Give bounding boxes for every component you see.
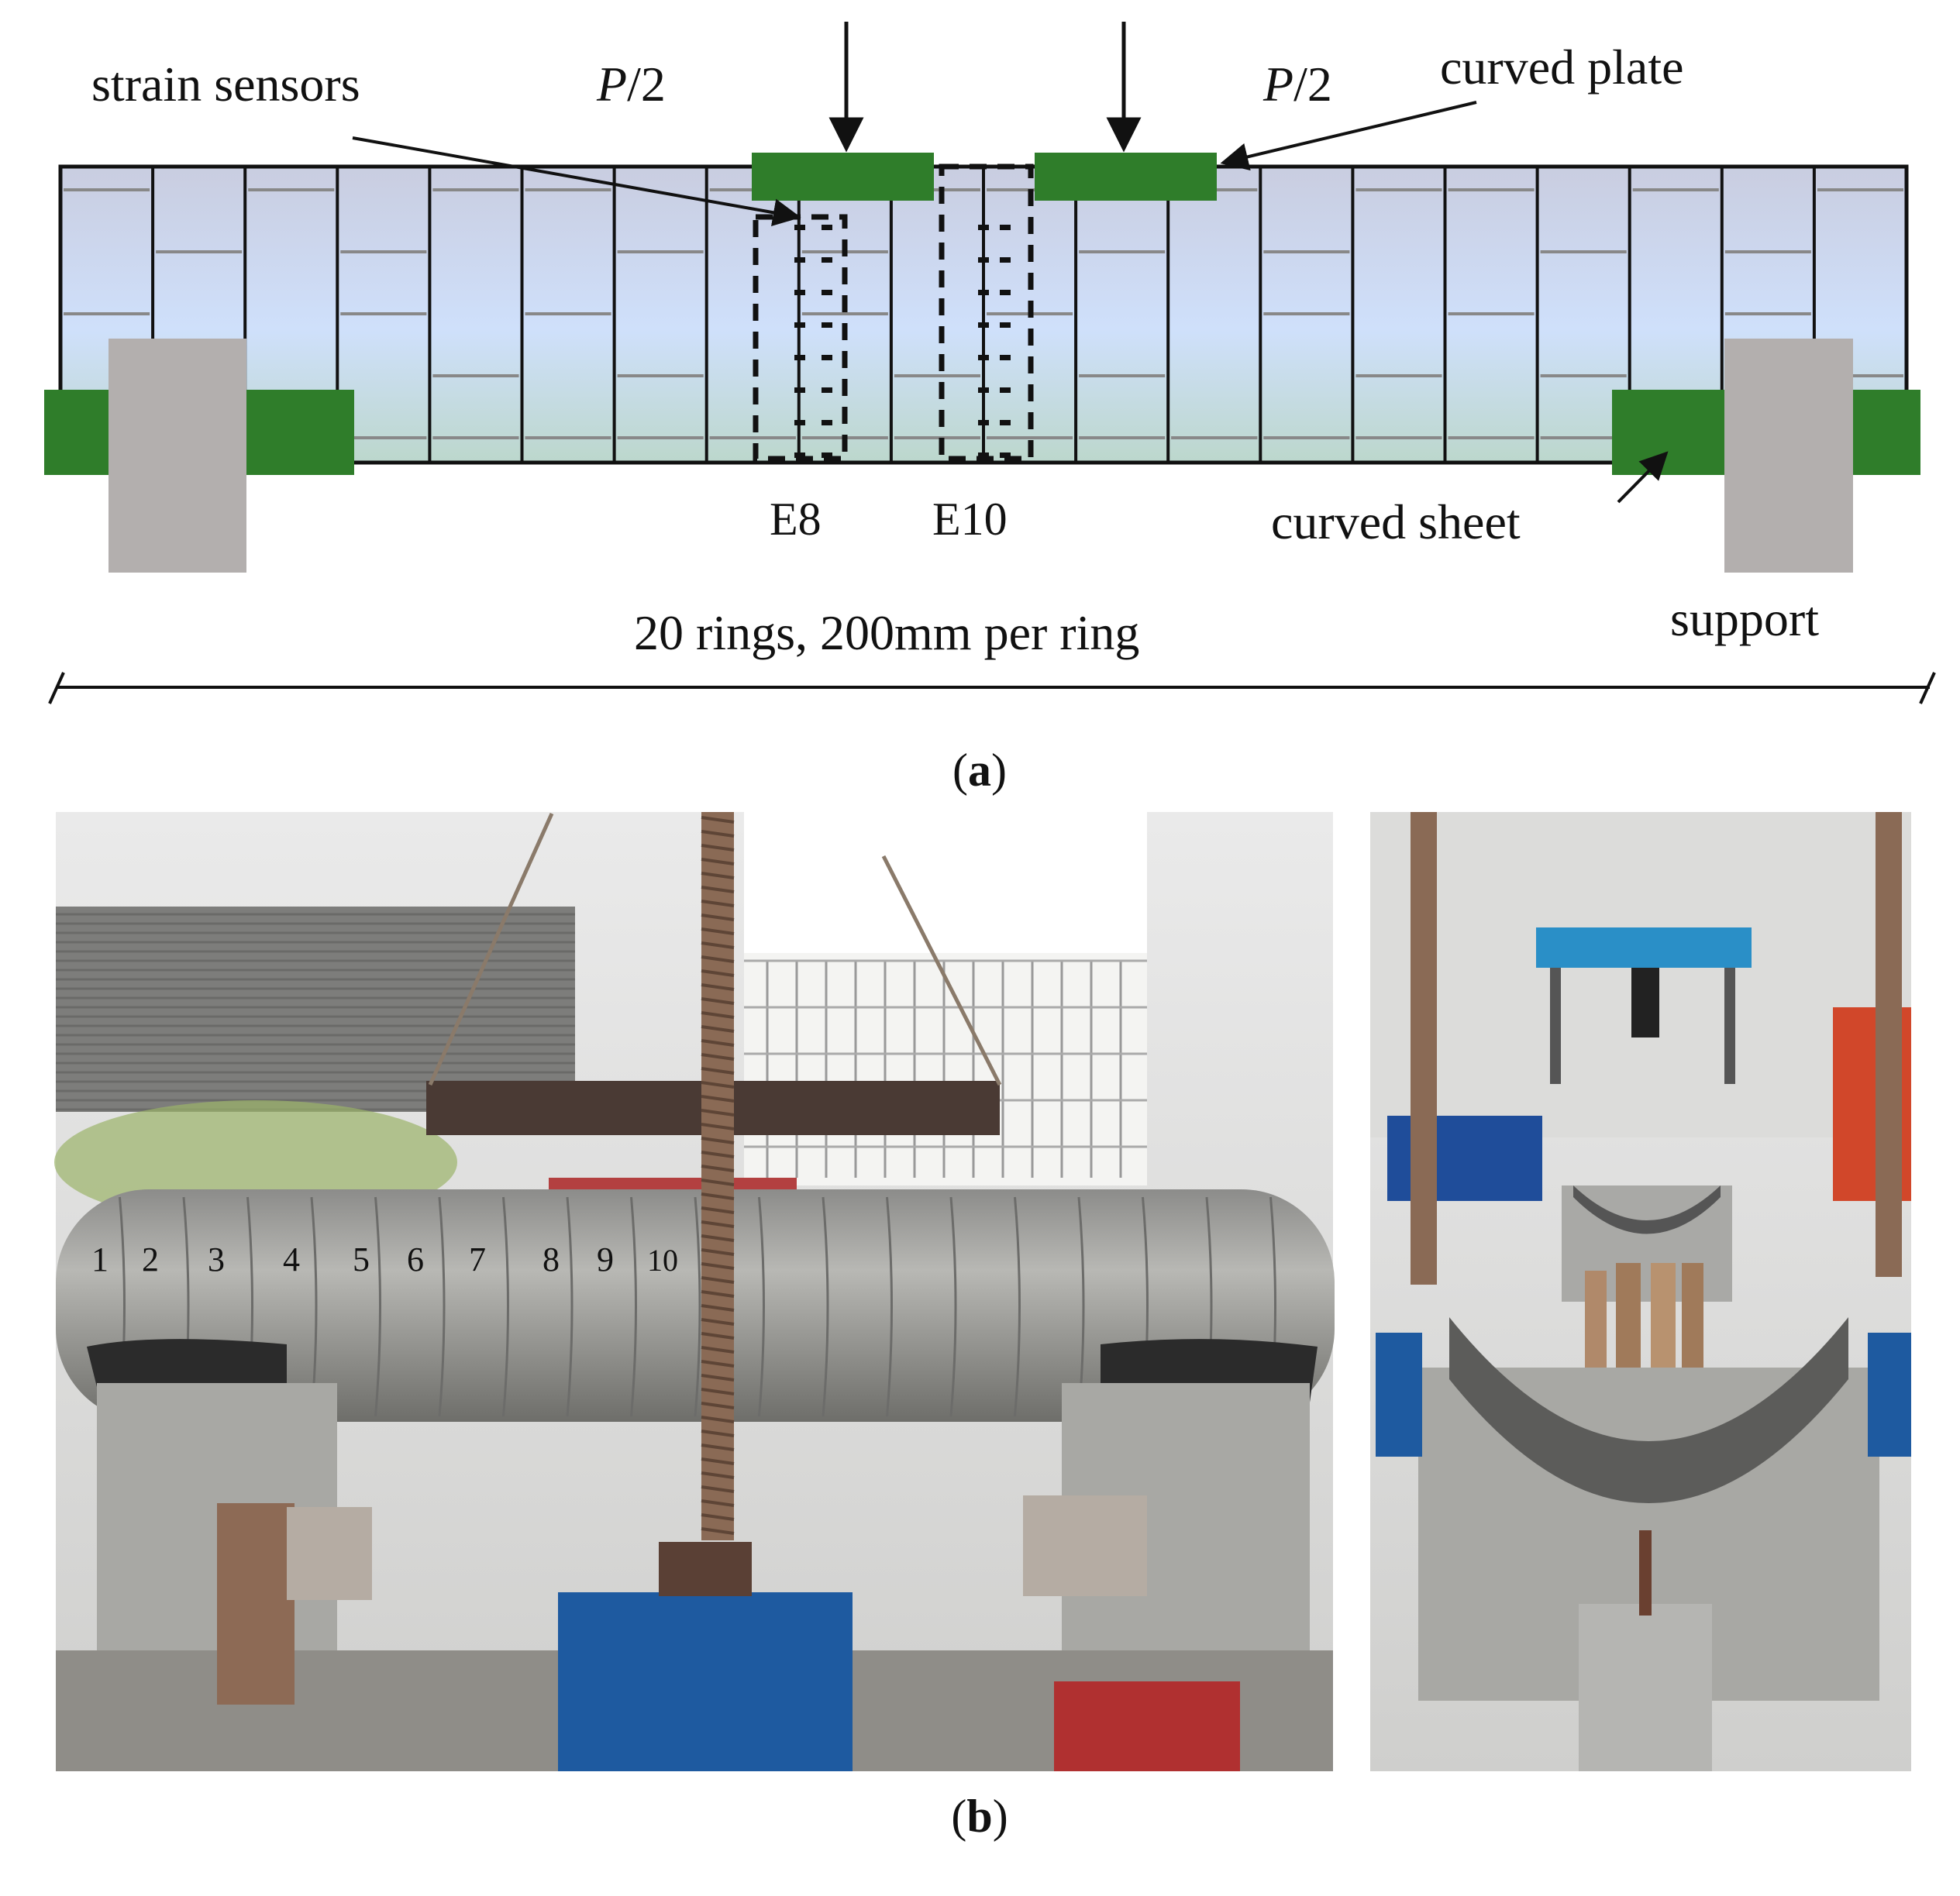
strain-sensors-leader: [352, 136, 801, 227]
caption-a: (a): [902, 744, 1057, 797]
tunnel-specimen: [56, 1189, 1335, 1422]
ring-number: 2: [142, 1240, 159, 1278]
ring-number: 8: [543, 1240, 560, 1278]
strain-sensor-mark: [1000, 225, 1011, 230]
strain-sensor-marks: [794, 225, 1011, 458]
ring-number: 6: [407, 1240, 424, 1278]
strain-sensor-mark: [1000, 257, 1011, 263]
strain-sensor-mark: [978, 322, 989, 328]
curved-sheet-leader: [1617, 451, 1669, 504]
ring-number: 9: [597, 1240, 614, 1278]
strain-sensor-mark: [1000, 452, 1011, 458]
strain-sensor-mark: [794, 225, 805, 230]
strain-sensor-mark: [978, 257, 989, 263]
strain-sensor-mark: [978, 290, 989, 295]
strain-sensor-mark: [1000, 387, 1011, 393]
photo-left: 1 2 3 4 5 6 7 8 9 10: [54, 812, 1335, 1771]
curved-sheet-label: curved sheet: [1271, 494, 1521, 549]
screw-threads: [701, 816, 735, 1535]
ring-number: 3: [208, 1240, 225, 1278]
strain-sensors-label: strain sensors: [91, 57, 360, 112]
curved-plate-label: curved plate: [1440, 40, 1684, 95]
blue-base: [558, 1592, 853, 1771]
load-divisor: /2: [627, 57, 666, 112]
caption-a-close: ): [991, 745, 1007, 796]
strain-sensor-mark: [794, 355, 805, 360]
strain-sensor-mark: [978, 387, 989, 393]
strain-sensor-mark: [794, 257, 805, 263]
strain-sensor-mark: [822, 452, 832, 458]
strain-sensor-mark: [794, 452, 805, 458]
strain-sensor-mark: [822, 290, 832, 295]
e10-label: E10: [932, 494, 1008, 545]
strain-sensor-mark: [822, 322, 832, 328]
strain-sensor-mark: [1000, 322, 1011, 328]
dimension-label: 20 rings, 200mm per ring: [634, 605, 1139, 660]
caption-a-letter: a: [968, 745, 991, 796]
ring-number: 5: [353, 1240, 370, 1278]
strain-sensor-mark: [1000, 355, 1011, 360]
shutter-slats: [56, 913, 575, 1111]
ring-number: 4: [283, 1240, 300, 1278]
strain-sensor-mark: [794, 387, 805, 393]
strain-sensor-mark: [822, 420, 832, 425]
support-left: [109, 339, 246, 573]
caption-a-open: (: [952, 745, 968, 796]
curved-plate-left: [752, 153, 934, 201]
photo-right: [1370, 812, 1911, 1771]
strain-sensor-mark: [978, 452, 989, 458]
window-bars: [744, 959, 1147, 1178]
strain-sensor-mark: [1000, 290, 1011, 295]
strain-sensor-mark: [978, 355, 989, 360]
jack-screw-right: [1876, 812, 1902, 1277]
strain-sensor-mark: [822, 257, 832, 263]
support-right: [1724, 339, 1853, 573]
load-symbol: P: [596, 57, 627, 112]
caption-b-open: (: [951, 1791, 967, 1842]
load-label-left: P/2: [596, 57, 666, 112]
caption-b-close: ): [992, 1791, 1008, 1842]
strain-sensor-mark: [794, 420, 805, 425]
load-symbol: P: [1262, 57, 1293, 112]
e8-label: E8: [770, 494, 822, 545]
dimension-tick-left: [48, 672, 65, 704]
strain-sensor-mark: [978, 420, 989, 425]
strain-sensor-mark: [822, 355, 832, 360]
ring-number: 10: [647, 1243, 678, 1278]
dimension-tick-right: [1919, 672, 1936, 704]
jack-screw-left: [1411, 812, 1437, 1285]
caption-b: (b): [902, 1790, 1057, 1843]
roller-shutter: [56, 907, 575, 1112]
support-label: support: [1670, 591, 1819, 646]
strain-sensor-mark: [822, 387, 832, 393]
strain-sensor-mark: [794, 290, 805, 295]
ring-number: 1: [91, 1240, 109, 1278]
load-divisor: /2: [1293, 57, 1332, 112]
strain-sensor-mark: [1000, 420, 1011, 425]
ring-numbers: 1 2 3 4 5 6 7 8 9 10: [91, 1240, 678, 1278]
caption-b-letter: b: [966, 1791, 993, 1842]
load-label-right: P/2: [1262, 57, 1332, 112]
loading-frame: [1536, 927, 1752, 968]
ring-number: 7: [469, 1240, 486, 1278]
strain-sensor-mark: [978, 225, 989, 230]
sensor-zone-e10: [939, 163, 1034, 462]
strain-sensor-mark: [794, 322, 805, 328]
curved-plate-right: [1035, 153, 1217, 201]
strain-sensor-mark: [822, 225, 832, 230]
curved-plate-leader: [1220, 101, 1477, 170]
